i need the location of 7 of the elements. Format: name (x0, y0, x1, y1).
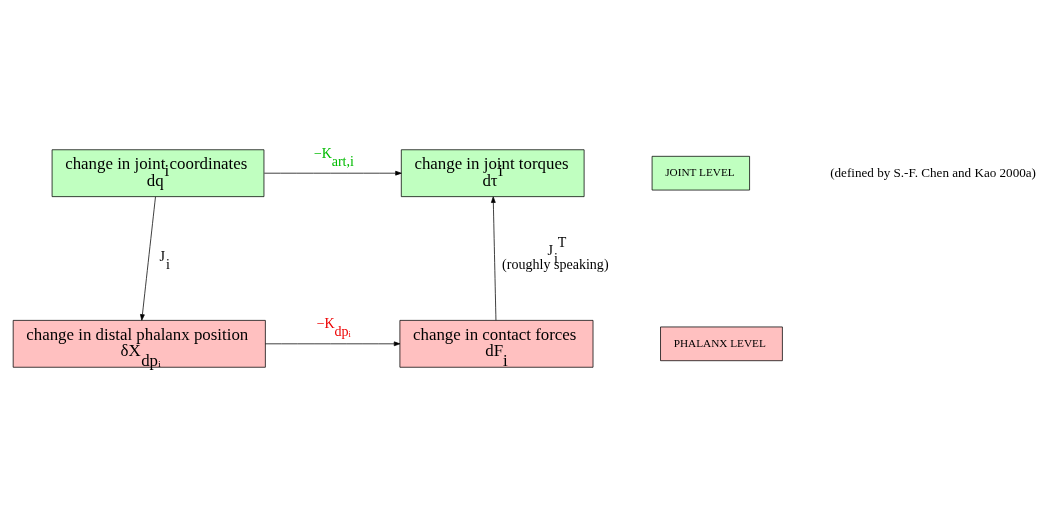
arrow (265, 341, 401, 347)
arrow (140, 196, 156, 321)
node-box: JOINT LEVEL (651, 155, 750, 191)
arrow (264, 170, 402, 176)
label: (defined by S.-F. Chen and Kao 2000a) (830, 164, 1036, 180)
node-box: PHALANX LEVEL (660, 326, 783, 362)
arrow (491, 196, 497, 321)
